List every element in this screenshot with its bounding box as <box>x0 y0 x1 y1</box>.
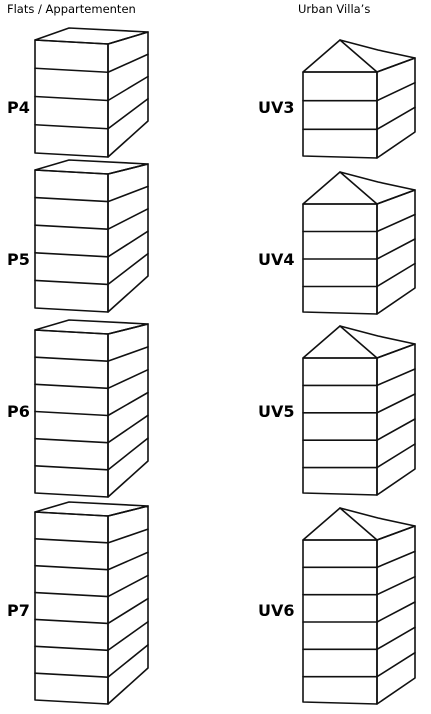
flat-P5-floor-line <box>34 279 109 286</box>
flat-P4-floor-line <box>34 123 109 130</box>
villa-UV5-side <box>376 343 416 496</box>
flat-P6-side <box>107 323 149 498</box>
villas-column-header: Urban Villa’s <box>298 2 371 16</box>
flat-P4-floor-line <box>34 95 109 102</box>
flat-P5-side-floor-line <box>107 230 149 258</box>
villa-UV5-side-floor-line <box>376 368 416 387</box>
villa-UV5-front <box>302 357 378 496</box>
villa-UV6-side-floor-line <box>376 626 416 651</box>
flat-P5-roof <box>34 159 149 175</box>
flat-P7-floor-line <box>34 591 109 598</box>
flat-P7-floor-line <box>34 672 109 678</box>
villa-UV4-side-floor-line <box>376 262 416 288</box>
villa-UV3-front <box>302 71 378 159</box>
flat-P7-roof <box>34 501 149 517</box>
flat-P7-side-floor-line <box>107 620 149 652</box>
flat-P6-floor-line <box>34 465 109 471</box>
flat-P6-side-floor-line <box>107 346 149 362</box>
villa-UV6-side-floor-line <box>376 651 416 678</box>
flat-label-p6: P6 <box>7 402 30 421</box>
flat-P5-side <box>107 163 149 313</box>
flat-P5-floor-line <box>34 252 109 258</box>
flat-P7-side-floor-line <box>107 528 149 544</box>
villa-UV6-side-floor-line <box>376 575 416 596</box>
flat-P5-floor-line <box>34 196 109 203</box>
flat-P6-side-floor-line <box>107 414 149 444</box>
flat-P6-floor-line <box>34 437 109 444</box>
villa-label-uv5: UV5 <box>258 402 295 421</box>
flat-P6-side-floor-line <box>107 437 149 471</box>
flat-label-p7: P7 <box>7 601 30 620</box>
flat-P4-side-floor-line <box>107 53 149 74</box>
flat-P5-floor-line <box>34 224 109 230</box>
flats-column-header: Flats / Appartementen <box>7 2 136 16</box>
villa-UV6-side-floor-line <box>376 550 416 569</box>
villa-UV4-side-floor-line <box>376 238 416 260</box>
villa-UV4-side-floor-line <box>376 213 416 233</box>
flat-P6-side-floor-line <box>107 391 149 417</box>
flat-P4-side-floor-line <box>107 97 149 130</box>
flat-P7-floor-line <box>34 564 109 571</box>
villa-UV3-side <box>376 57 416 159</box>
villa-UV5-side-floor-line <box>376 393 416 414</box>
flat-P5-front <box>34 169 109 313</box>
villa-UV5-roof-edge <box>339 325 378 359</box>
flat-P7-side-floor-line <box>107 597 149 625</box>
flat-label-p4: P4 <box>7 98 30 117</box>
flat-P4-side-floor-line <box>107 75 149 102</box>
flat-P5-side-floor-line <box>107 185 149 203</box>
villa-label-uv6: UV6 <box>258 601 295 620</box>
flat-P4-floor-line <box>34 67 109 74</box>
flat-P7-floor-line <box>34 645 109 652</box>
flat-label-p5: P5 <box>7 250 30 269</box>
flat-P7-side-floor-line <box>107 551 149 571</box>
villa-UV3-side-floor-line <box>376 81 416 102</box>
flat-P4-side <box>107 31 149 158</box>
flat-P7-side-floor-line <box>107 644 149 678</box>
flat-P6-floor-line <box>34 383 109 390</box>
villa-UV4-side <box>376 189 416 315</box>
flat-P5-side-floor-line <box>107 208 149 230</box>
flat-P7-floor-line <box>34 618 109 625</box>
villa-UV3-roof-edge <box>339 39 378 73</box>
flat-P6-roof <box>34 319 149 335</box>
flat-P6-side-floor-line <box>107 368 149 390</box>
villa-UV5-side-floor-line <box>376 443 416 469</box>
flat-P7-side <box>107 505 149 705</box>
villa-UV6-roof-edge <box>339 507 378 541</box>
villa-UV3-side-floor-line <box>376 106 416 131</box>
villa-label-uv4: UV4 <box>258 250 295 269</box>
flat-P7-floor-line <box>34 538 109 544</box>
flat-P7-side-floor-line <box>107 574 149 598</box>
flat-P5-side-floor-line <box>107 252 149 286</box>
villa-label-uv3: UV3 <box>258 98 295 117</box>
villa-UV6-side <box>376 525 416 705</box>
villa-UV4-roof-edge <box>339 171 378 205</box>
flat-P6-floor-line <box>34 410 109 417</box>
flat-P6-floor-line <box>34 356 109 362</box>
villa-UV5-side-floor-line <box>376 418 416 442</box>
villa-UV6-side-floor-line <box>376 601 416 623</box>
